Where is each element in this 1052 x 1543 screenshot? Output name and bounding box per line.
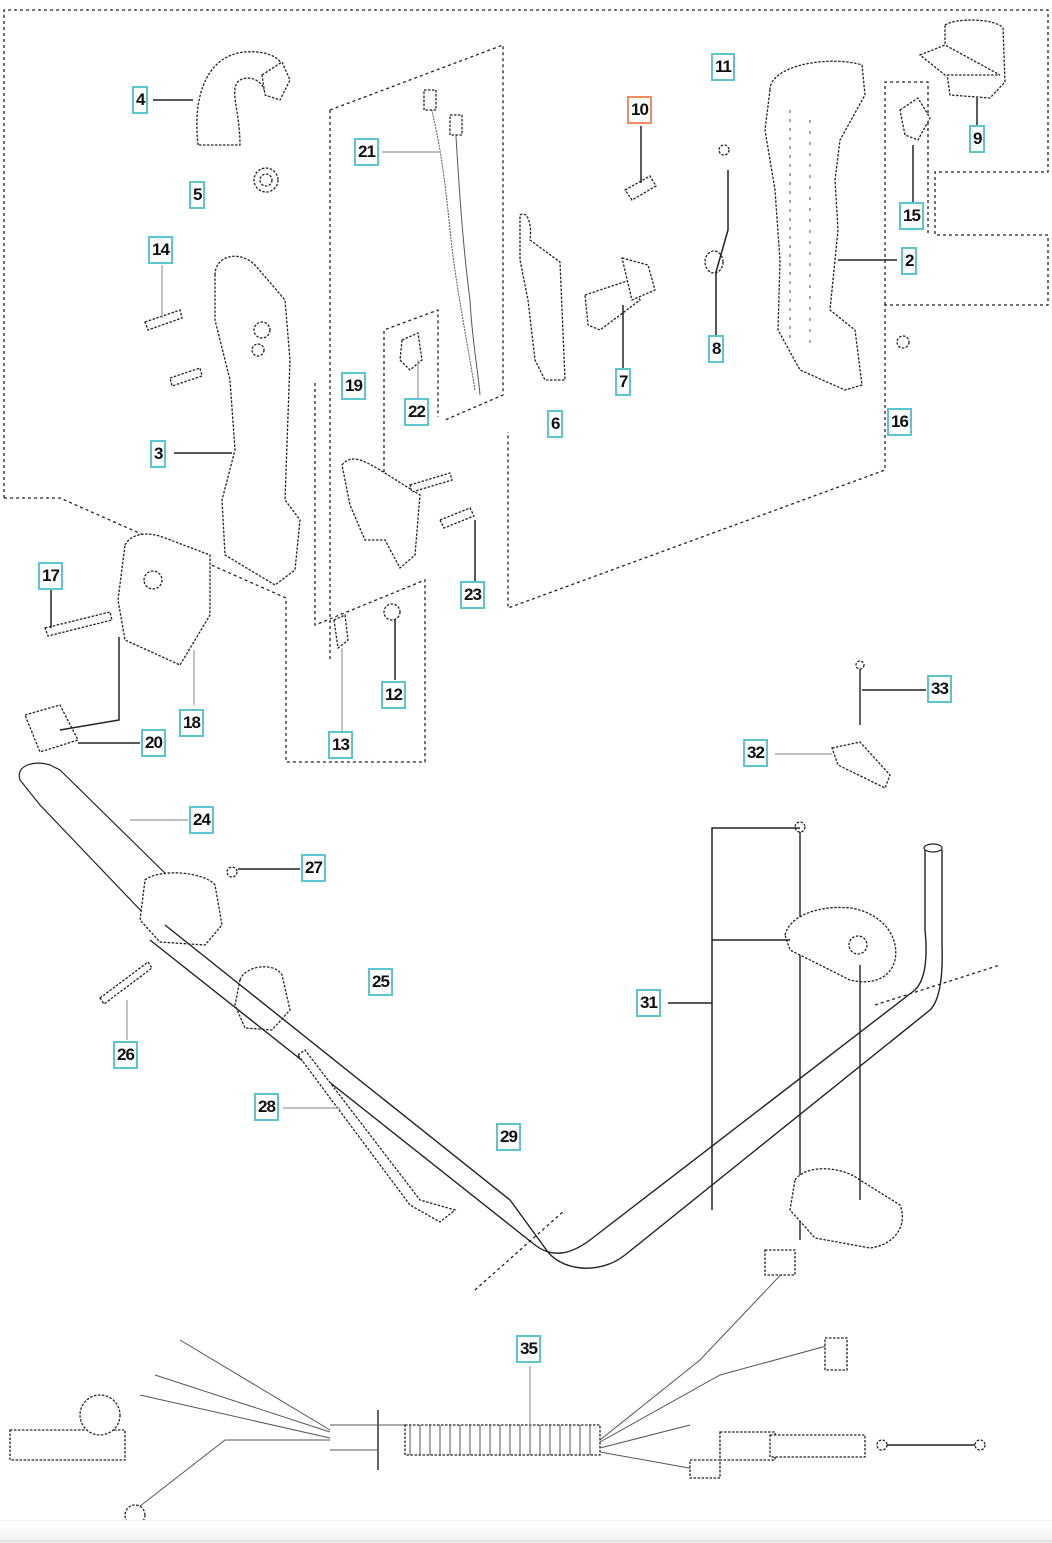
part-6-trigger xyxy=(519,213,566,381)
callout-18[interactable]: 18 xyxy=(179,709,204,737)
part-31-clamp xyxy=(784,821,903,1249)
callout-31[interactable]: 31 xyxy=(636,989,661,1017)
callout-14[interactable]: 14 xyxy=(148,236,173,264)
callout-26[interactable]: 26 xyxy=(113,1041,138,1069)
boundary-21-group xyxy=(329,44,504,421)
callout-11[interactable]: 11 xyxy=(711,53,735,81)
callout-13[interactable]: 13 xyxy=(328,731,353,759)
part-24-grip xyxy=(18,762,223,946)
callout-20[interactable]: 20 xyxy=(141,729,166,757)
callout-12[interactable]: 12 xyxy=(381,681,406,709)
boundary-15-group xyxy=(884,81,929,305)
callout-22[interactable]: 22 xyxy=(404,398,429,426)
part-11-nut xyxy=(718,144,730,156)
part-7-lever xyxy=(584,257,656,331)
callout-19[interactable]: 19 xyxy=(341,372,366,400)
part-35-wire-harness xyxy=(9,1249,986,1526)
callout-23[interactable]: 23 xyxy=(460,581,485,609)
callout-4[interactable]: 4 xyxy=(132,86,149,114)
part-25-clamp xyxy=(234,966,291,1031)
part-10-spring xyxy=(624,175,657,201)
part-12-screw xyxy=(383,603,401,621)
part-bracket-23 xyxy=(341,458,475,570)
screws-14 xyxy=(144,309,203,387)
callout-9[interactable]: 9 xyxy=(969,125,986,153)
callout-21[interactable]: 21 xyxy=(354,138,379,166)
part-29-handlebar xyxy=(149,843,1001,1291)
part-17-bolt xyxy=(44,611,113,637)
part-4-handle-cap xyxy=(196,51,291,146)
part-8-washer xyxy=(704,250,724,274)
part-26-bolt xyxy=(99,961,153,1005)
callout-3[interactable]: 3 xyxy=(150,440,167,468)
callout-35[interactable]: 35 xyxy=(516,1335,541,1363)
part-20-switch xyxy=(24,704,79,753)
callout-2[interactable]: 2 xyxy=(901,247,918,275)
part-18-handle-base xyxy=(117,533,211,666)
part-13-clip xyxy=(333,614,349,650)
part-15-knob xyxy=(899,97,931,141)
group-boundaries xyxy=(3,9,1049,763)
callout-28[interactable]: 28 xyxy=(254,1093,279,1121)
outer-boundary xyxy=(3,9,1049,609)
part-5-ring xyxy=(253,167,279,193)
part-21-cable xyxy=(423,89,481,396)
part-16-nut xyxy=(896,335,910,349)
callout-25[interactable]: 25 xyxy=(368,968,393,996)
callout-15[interactable]: 15 xyxy=(899,202,924,230)
boundary-22-group xyxy=(383,309,439,472)
part-32-plate xyxy=(831,741,891,789)
callout-5[interactable]: 5 xyxy=(189,181,206,209)
boundary-left-lower xyxy=(4,380,426,763)
part-3-handle-half xyxy=(214,255,301,586)
part-27-screw xyxy=(226,866,238,878)
callout-6[interactable]: 6 xyxy=(547,410,564,438)
callout-16[interactable]: 16 xyxy=(887,408,912,436)
bottom-fade xyxy=(0,1520,1052,1543)
callout-17[interactable]: 17 xyxy=(38,562,63,590)
callout-7[interactable]: 7 xyxy=(615,368,632,396)
leader-lines xyxy=(50,98,978,1425)
bottom-edge xyxy=(0,1540,1052,1542)
callout-8[interactable]: 8 xyxy=(708,335,725,363)
part-2-handle-housing xyxy=(764,60,866,391)
part-22-bracket xyxy=(399,332,423,371)
part-9-cover xyxy=(918,19,1006,99)
callout-29[interactable]: 29 xyxy=(496,1123,521,1151)
part-28-cable-tie xyxy=(297,1049,457,1223)
callout-24[interactable]: 24 xyxy=(189,806,214,834)
callout-33[interactable]: 33 xyxy=(927,675,952,703)
callout-32[interactable]: 32 xyxy=(743,739,768,767)
callout-27[interactable]: 27 xyxy=(301,854,326,882)
callout-10-selected[interactable]: 10 xyxy=(627,96,652,124)
